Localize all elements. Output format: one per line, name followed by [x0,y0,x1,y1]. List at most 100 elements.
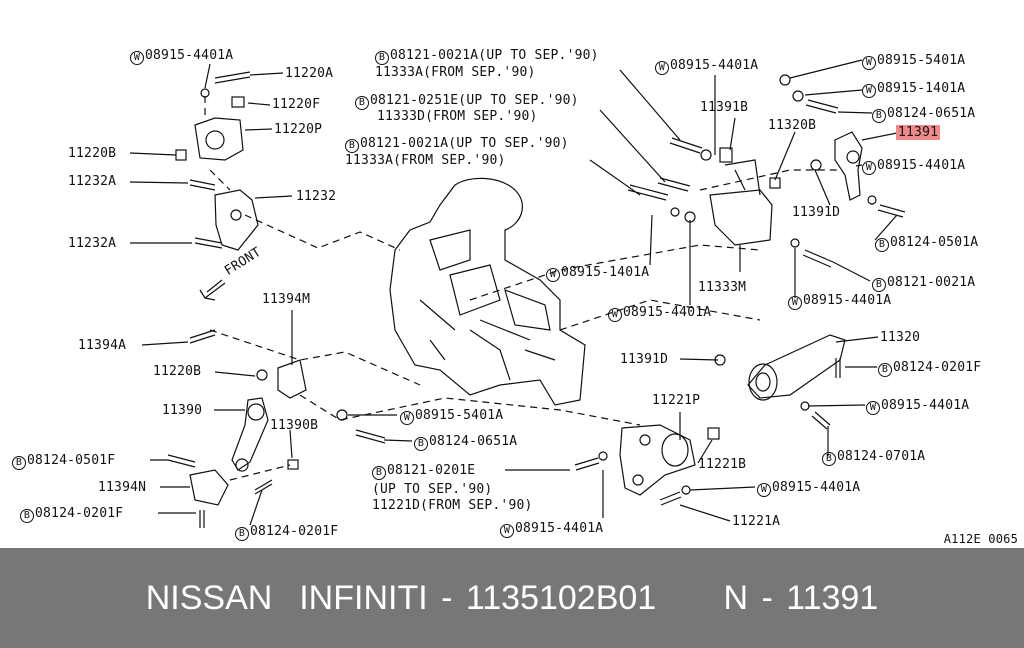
front-arrow [199,279,226,301]
part-11391 [834,131,863,201]
leader-line [832,261,871,282]
label-11390B: 11390B [270,418,319,433]
assembly-line [469,244,761,301]
bolt-08124-0201F-right [835,358,841,378]
label-11232: 11232 [296,189,337,204]
diagram-reference-code: A112E 0065 [943,532,1018,546]
leader-line [289,429,293,459]
mount-11390 [231,397,269,471]
mount-11221P [619,424,696,496]
label-11221D: 11221D(FROM SEP.'90) [372,498,533,513]
leader-line [383,439,413,442]
leader-line [249,72,284,76]
assembly-line [559,299,761,331]
assembly-line [209,329,421,386]
leader-line [214,371,256,377]
bolt-08124-0651A-lower [355,429,386,444]
label-11220P: 11220P [274,122,323,137]
label-11320B: 11320B [768,118,817,133]
label-11391-highlighted: 11391 [896,125,941,140]
label-11220A: 11220A [285,66,334,81]
label-11333D: 11333D(FROM SEP.'90) [377,109,538,124]
mount-11394M [277,359,307,399]
bolt-11394A [189,329,216,344]
leader-line [729,117,736,151]
assembly-line [244,214,401,251]
leader-line [807,404,866,407]
footer-bar: NISSAN INFINITI - 1135102B01 N - 11391 [0,548,1024,648]
label-11221A: 11221A [732,514,781,529]
bolt-08124-0201F-lower [199,510,205,528]
label-11320: 11320 [880,330,921,345]
leader-line [697,439,713,464]
label-11232A: 11232A [68,174,117,189]
leader-line [835,336,879,343]
assembly-line [699,169,840,191]
leader-line [619,69,681,141]
bracket-11333M-detail [724,159,761,196]
leader-line [141,341,189,346]
bracket-11333M [709,189,773,246]
bolt-08121-0021A-right [802,249,834,268]
label-up-to-sep-90: (UP TO SEP.'90) [372,482,493,497]
bolt-11220A [214,71,251,84]
leader-line [129,181,189,184]
bolt-08121-0251E [657,177,691,192]
bolt-08124-0701A [811,411,831,430]
bolt-11232A-lower [194,237,223,249]
leader-line [247,102,271,106]
mount-11320 [747,334,846,399]
leader-line [129,152,177,156]
label-11220F: 11220F [272,97,321,112]
bolt-08121-0201E [574,457,600,471]
leader-line [589,159,641,196]
label-11221B: 11221B [698,457,747,472]
label-11390: 11390 [162,403,203,418]
leader-line [244,128,273,131]
label-11391B: 11391B [700,100,749,115]
bolt-11232A [189,179,216,191]
leader-line [249,489,263,526]
label-11333A-mid: 11333A(FROM SEP.'90) [345,153,506,168]
bolt-08121-0021A-upper [669,137,703,154]
label-11394M: 11394M [262,292,311,307]
leader-line [837,111,873,114]
leader-line [204,63,211,89]
leader-line [689,486,756,491]
leader-line [814,169,831,206]
leader-line [254,195,293,199]
bracket-11394N [189,469,229,506]
label-11391D-lower: 11391D [620,352,669,367]
bolt-08124-0501A [877,204,906,218]
bolt-08121-0021A-mid [627,184,669,201]
assembly-line [229,464,291,481]
bolt-08124-0651A-upper [805,99,839,114]
bolt-08124-0201F [254,479,273,495]
label-11394N: 11394N [98,480,147,495]
leader-line [679,358,719,361]
label-11333A-top: 11333A(FROM SEP.'90) [375,65,536,80]
label-11220B-lower: 11220B [153,364,202,379]
bolt-11221A [659,491,682,506]
leader-line [774,131,796,181]
